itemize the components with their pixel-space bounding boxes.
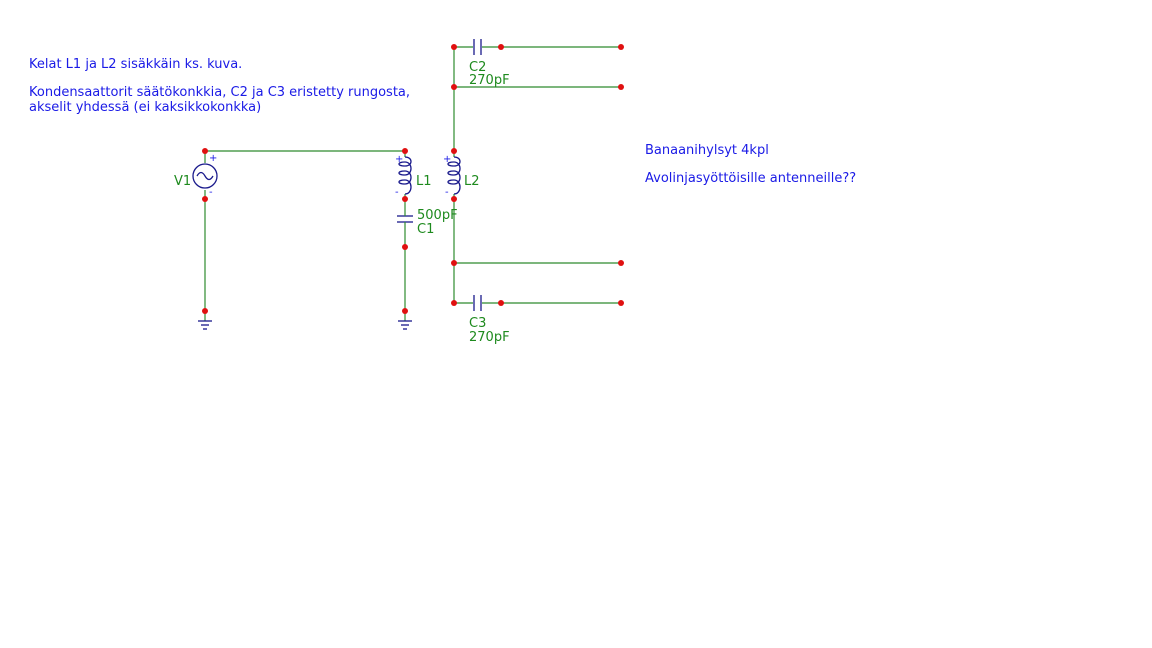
- terminal-dot[interactable]: [618, 260, 624, 266]
- node-dot: [451, 260, 457, 266]
- c2-capacitor[interactable]: C2 270pF: [469, 39, 510, 88]
- coil-icon: [447, 156, 461, 195]
- node-dot: [402, 196, 408, 202]
- node-dot: [498, 300, 504, 306]
- terminal-dot[interactable]: [618, 300, 624, 306]
- node-dot: [451, 148, 457, 154]
- l1-minus-sign: -: [395, 187, 399, 198]
- node-dot: [451, 300, 457, 306]
- wires: [204, 46, 621, 321]
- ground-c1: [398, 320, 412, 330]
- c3-capacitor[interactable]: C3 270pF: [469, 295, 510, 345]
- l1-inductor[interactable]: + - L1: [395, 154, 432, 198]
- c2-label: C2: [469, 60, 486, 75]
- l1-plus-sign: +: [395, 154, 403, 165]
- l2-label: L2: [464, 174, 480, 189]
- v1-source[interactable]: + - V1: [174, 153, 218, 198]
- connection-nodes: [202, 44, 624, 314]
- v1-plus-sign: +: [209, 153, 217, 164]
- node-dot: [402, 308, 408, 314]
- terminal-dot[interactable]: [618, 44, 624, 50]
- coil-icon: [398, 156, 412, 195]
- c3-value: 270pF: [469, 330, 510, 345]
- sine-wave-icon: [196, 171, 214, 181]
- ground-icon: [198, 320, 212, 330]
- terminal-dot[interactable]: [618, 84, 624, 90]
- c1-label: C1: [417, 222, 434, 237]
- l2-plus-sign: +: [443, 154, 451, 165]
- l2-minus-sign: -: [445, 187, 449, 198]
- note-shafts: akselit yhdessä (ei kaksikkokonkka): [29, 100, 261, 115]
- l2-inductor[interactable]: + - L2: [443, 154, 480, 198]
- node-dot: [402, 148, 408, 154]
- ground-icon: [398, 320, 412, 330]
- l1-label: L1: [416, 174, 432, 189]
- c1-value: 500pF: [417, 208, 458, 223]
- c2-value: 270pF: [469, 73, 510, 88]
- note-coils: Kelat L1 ja L2 sisäkkäin ks. kuva.: [29, 57, 242, 72]
- node-dot: [451, 44, 457, 50]
- node-dot: [451, 196, 457, 202]
- note-capacitors: Kondensaattorit säätökonkkia, C2 ja C3 e…: [29, 85, 410, 100]
- node-dot: [202, 196, 208, 202]
- ground-v1: [198, 320, 212, 330]
- v1-minus-sign: -: [209, 187, 213, 198]
- c3-label: C3: [469, 316, 486, 331]
- note-banana-sockets: Banaanihylsyt 4kpl: [645, 143, 769, 158]
- node-dot: [202, 148, 208, 154]
- node-dot: [402, 244, 408, 250]
- node-dot: [202, 308, 208, 314]
- note-feedline: Avolinjasyöttöisille antenneille??: [645, 171, 856, 186]
- node-dot: [498, 44, 504, 50]
- c1-capacitor[interactable]: 500pF C1: [397, 208, 458, 237]
- node-dot: [451, 84, 457, 90]
- v1-label: V1: [174, 174, 191, 189]
- ac-source-icon: [192, 163, 218, 189]
